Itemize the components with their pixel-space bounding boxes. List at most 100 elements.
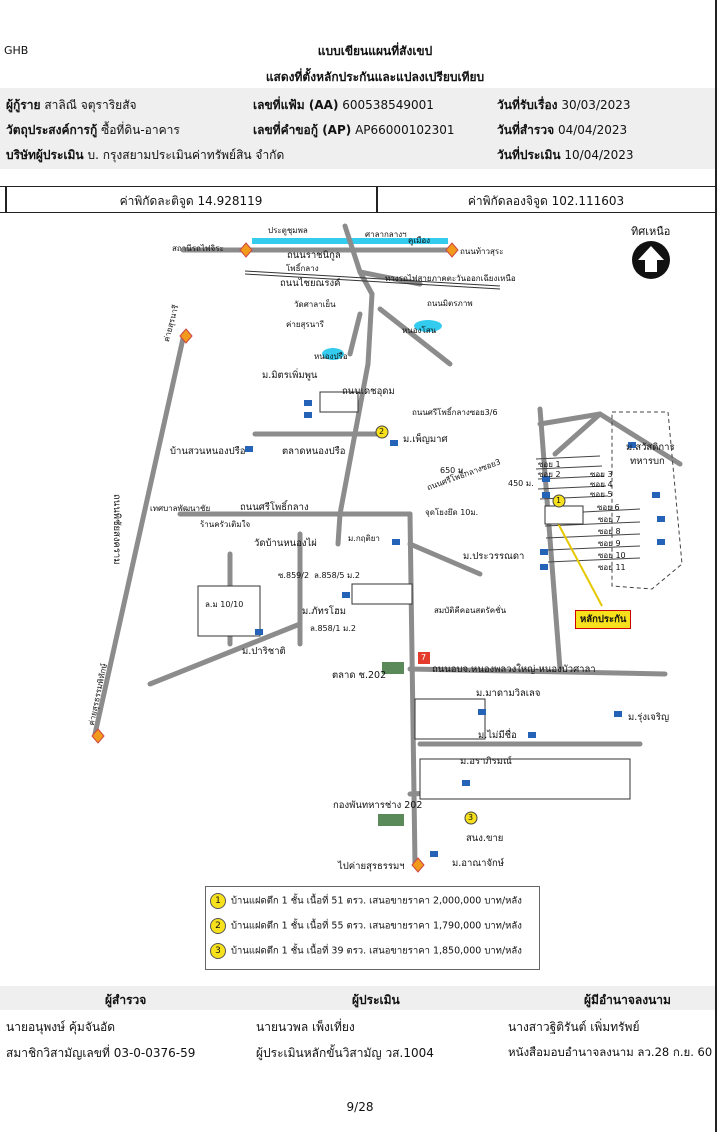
north-arrow-icon [632,241,670,279]
housing-blocks [197,391,631,800]
label-kong: กองพันทหารช่าง 202 [333,800,423,811]
file-no-value: 600538549001 [342,98,434,112]
label-bridge: โพธิ์กลาง [286,264,319,273]
sawat-area [611,411,683,590]
legend-num-3: 3 [210,943,226,959]
approver-id: หนังสือมอบอำนาจลงนาม ลว.28 ก.ย. 60 [508,1045,713,1059]
page-number: 9/28 [346,1100,374,1114]
survey-row: วันที่สำรวจ 04/04/2023 [497,121,627,140]
label-market202: ตลาด ช.202 [332,670,387,681]
label-arap: ม.อราภิรมณ์ [460,756,512,767]
label-sawat: ม.สวัสดิการ [626,442,675,453]
received-label: วันที่รับเรื่อง [497,98,558,112]
label-soi1: ซอย 1 [538,460,561,469]
soi-lines [535,455,641,563]
label-bus: ถนนท้าวสุระ [460,247,504,256]
map-area: 1 2 3 ทิศเหนือ ประตูชุมพล คูเมือง ศาลากล… [0,214,715,984]
company-row: บริษัทผู้ประเมิน บ. กรุงสยามประเมินค่าทร… [6,146,284,165]
label-soi-858: ล.858/5 ม.2 [314,571,360,580]
label-suan: บ้านสวนหนองปรือ [170,446,246,457]
label-rd-phi: ถนนพิชัยสงคราม [111,494,122,565]
purpose-row: วัตถุประสงค์การกู้ ซื้อที่ดิน-อาคาร [6,121,180,140]
survey-label: วันที่สำรวจ [497,123,555,137]
marker-1-label: 1 [556,496,562,505]
request-no-row: เลขที่คำขอกู้ (AP) AP66000102301 [253,121,455,140]
label-station: สถานีรถไฟจิระ [172,244,224,253]
label-rd-mitra: ถนนมิตรภาพ [427,299,473,308]
seven-eleven-label: 7 [421,653,427,662]
info-block: ผู้กู้ราย สาลิณี จตุราริยสัจ เลขที่แฟ้ม … [0,88,715,169]
borrower-label: ผู้กู้ราย [6,98,41,112]
label-rd-srilang: ถนนศรีโพธิ์กลาง [240,502,309,513]
legend-row-2: 2 บ้านแฝดตึก 1 ชั้น เนื้อที่ 55 ตรว. เสนอ… [210,918,522,934]
legend-num-1: 1 [210,893,226,909]
request-no-value: AP66000102301 [355,123,455,137]
label-rd-chai: ถนนไชยณรงค์ [280,278,341,289]
label-soi4: ซอย 4 [590,480,613,489]
label-market: ตลาดหนองปรือ [282,446,346,457]
pond-nongsanon [414,320,442,332]
legend-text-3: บ้านแฝดตึก 1 ชั้น เนื้อที่ 39 ตรว. เสนอข… [231,945,522,957]
marker-1 [552,494,566,508]
coords-left-tick [5,186,7,212]
received-row: วันที่รับเรื่อง 30/03/2023 [497,96,631,115]
label-sawat2: ทหารบก [630,456,665,467]
label-soi-8581: ล.858/1 ม.2 [310,624,356,633]
label-soi3: ซอย 3 [590,470,613,479]
label-school: เทศบาลพัฒนาชัย [150,504,211,513]
appraise-row: วันที่ประเมิน 10/04/2023 [497,146,634,165]
label-rung: ม.รุ่งเจริญ [628,712,670,723]
label-pracha: ม.ประวรรณดา [463,551,525,562]
label-pari: ม.ปาริชาติ [242,646,286,657]
market-building [382,662,404,674]
legend-num-2: 2 [210,918,226,934]
label-kritiya: ม.กฤติยา [348,534,380,543]
label-sale: สนง.ขาย [466,833,504,844]
longitude-label: ค่าพิกัดลองจิจูด 102.111603 [467,194,625,208]
coords-mid-tick [376,186,378,212]
label-point: จุดโยงยึด 10ม. [425,508,479,517]
label-fort: ศาลากลางฯ [365,230,407,239]
label-rd-sri-soi: ถนนศรีโพธิ์กลางซอย3/6 [412,408,498,417]
label-soi9: ซอย 9 [598,539,621,548]
label-arnat: ม.อาณาจักษ์ [452,858,505,869]
company-label: บริษัทผู้ประเมิน [6,148,84,162]
label-soi11: ซอย 11 [598,563,626,572]
appraiser-title: ผู้ประเมิน [352,993,400,1007]
label-soi5: ซอย 5 [590,490,613,499]
label-soi10: ซอย 10 [598,551,626,560]
label-dist450: 450 ม. [508,479,534,488]
label-rd-nong: ถนนอบจ.หนองพลวงใหญ่-หนองบัวศาลา [432,664,596,675]
request-no-label: เลขที่คำขอกู้ (AP) [253,123,352,137]
marker-2 [375,425,389,439]
label-maimi: ม.ไม่มีชื่อ [478,730,517,741]
legend-text-2: บ้านแฝดตึก 1 ชั้น เนื้อที่ 55 ตรว. เสนอข… [231,920,522,932]
coords-bottom-line [0,212,715,213]
label-rd-rachanikul: ถนนราชนิกูล [287,250,341,261]
received-value: 30/03/2023 [561,98,631,112]
coords-top-line [0,186,715,187]
label-madam: ม.มาดามวิลเลจ [476,688,541,699]
label-to-camp: ไปค่ายสุรธรรมฯ [338,861,405,872]
label-soi-1010: ล.ม 10/10 [205,600,244,609]
label-restaurant: ร้านครัวเติมใจ [200,520,251,529]
file-no-label: เลขที่แฟ้ม (AA) [253,98,339,112]
file-no-row: เลขที่แฟ้ม (AA) 600538549001 [253,96,434,115]
borrower-value: สาลิณี จตุราริยสัจ [44,98,137,112]
appraiser-id: ผู้ประเมินหลักขั้นวิสามัญ วส.1004 [256,1046,434,1060]
latitude-label: ค่าพิกัดละติจูด 14.928119 [119,194,263,208]
surveyor-title: ผู้สำรวจ [105,993,147,1007]
north-label: ทิศเหนือ [631,225,671,238]
doc-title: แบบเขียนแผนที่สังเขป [317,44,433,58]
seven-eleven-icon [418,652,430,664]
label-wat2: วัดบ้านหนองไผ่ [254,538,317,549]
label-sombat: สมบัติคีคอนสตรัคชั่น [434,606,507,615]
marker-3-label: 3 [468,813,474,822]
label-phat: ม.ภัทรโฮม [302,606,347,617]
doc-subtitle: แสดงที่ตั้งหลักประกันและแปลงเปรียบเทียบ [265,70,485,84]
approver-name: นางสาวฐิติรันต์ เพิ่มทรัพย์ [508,1020,640,1034]
map-drawing [91,223,683,873]
label-dist650: 650 ม. [440,466,466,475]
surveyor-name: นายอนุพงษ์ คุ้มจันอัด [6,1020,116,1034]
